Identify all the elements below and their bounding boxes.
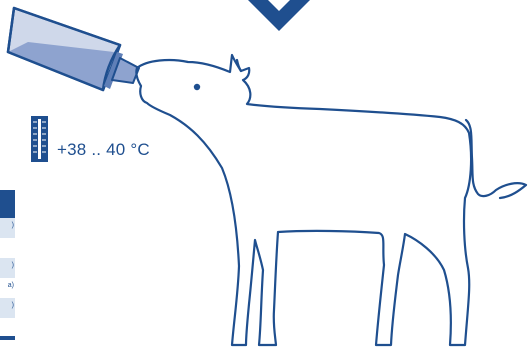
calf-illustration <box>136 55 526 345</box>
table-cell: ) <box>12 222 14 229</box>
calf-eye <box>194 84 200 90</box>
table-row: ) <box>0 218 15 238</box>
table-cell: a) <box>8 282 14 289</box>
table-row: ) <box>0 258 15 278</box>
thermometer-icon <box>31 116 48 162</box>
arrow-down-icon <box>248 0 310 31</box>
table-row <box>0 238 15 258</box>
table-row: a) <box>0 278 15 298</box>
table-cell: ) <box>12 302 14 309</box>
side-table-fragment: ) ) a) ) <box>0 190 15 350</box>
table-cell: ) <box>12 262 14 269</box>
table-row: ) <box>0 298 15 318</box>
feeding-bottle-icon <box>8 8 139 90</box>
table-footer <box>0 336 15 340</box>
table-header <box>0 190 15 218</box>
temperature-label: +38 .. 40 °C <box>57 140 150 160</box>
